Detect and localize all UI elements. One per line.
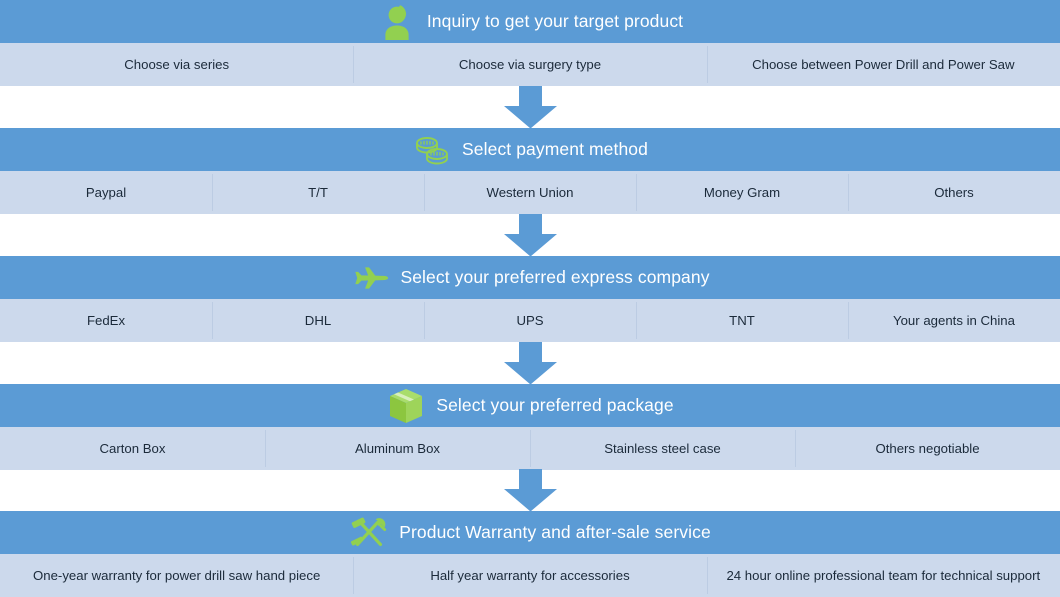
option-choose-via-surgery-type[interactable]: Choose via surgery type <box>353 43 706 86</box>
airplane-icon <box>350 259 390 297</box>
option-carton-box[interactable]: Carton Box <box>99 441 166 456</box>
section-title-express: Select your preferred express company <box>400 267 710 287</box>
option-dhl[interactable]: DHL <box>212 299 424 342</box>
option-others-negotiable[interactable]: Others negotiable <box>795 427 1060 470</box>
option-your-agents-in-china[interactable]: Your agents in China <box>848 299 1060 342</box>
option-row-inquiry: Choose via series Choose via surgery typ… <box>0 43 1060 86</box>
section-warranty: Product Warranty and after-sale service … <box>0 511 1060 597</box>
flow-arrow-down-3 <box>503 342 558 385</box>
option-choose-power-drill-or-saw[interactable]: Choose between Power Drill and Power Saw <box>706 43 1060 86</box>
option-24-hour-online-support[interactable]: 24 hour online professional team for tec… <box>706 554 1060 597</box>
option-row-warranty: One-year warranty for power drill saw ha… <box>0 554 1060 597</box>
section-header-package: Select your preferred package <box>0 384 1060 427</box>
option-western-union[interactable]: Western Union <box>424 171 636 214</box>
option-half-year-warranty-accessories[interactable]: Half year warranty for accessories <box>353 554 706 597</box>
option-tnt[interactable]: TNT <box>636 299 848 342</box>
option-row-package: Carton Box Aluminum Box Stainless steel … <box>0 427 1060 470</box>
section-package: Select your preferred package Carton Box… <box>0 384 1060 470</box>
section-express: Select your preferred express company Fe… <box>0 256 1060 342</box>
flow-arrow-down-1 <box>503 86 558 129</box>
option-aluminum-box[interactable]: Aluminum Box <box>265 427 530 470</box>
section-header-payment: Select payment method <box>0 128 1060 171</box>
option-stainless-steel-case[interactable]: Stainless steel case <box>530 427 795 470</box>
section-title-package: Select your preferred package <box>436 395 674 415</box>
option-money-gram[interactable]: Money Gram <box>636 171 848 214</box>
section-title-warranty: Product Warranty and after-sale service <box>399 522 711 542</box>
option-ups[interactable]: UPS <box>424 299 636 342</box>
section-payment: Select payment method Paypal T/T Western… <box>0 128 1060 214</box>
section-title-payment: Select payment method <box>462 139 648 159</box>
flow-arrow-down-4 <box>503 469 558 512</box>
section-header-inquiry: Inquiry to get your target product <box>0 0 1060 43</box>
section-header-warranty: Product Warranty and after-sale service <box>0 511 1060 554</box>
section-title-inquiry: Inquiry to get your target product <box>426 11 684 31</box>
customer-service-person-icon <box>377 3 417 41</box>
flow-arrow-down-2 <box>503 214 558 257</box>
option-others[interactable]: Others <box>848 171 1060 214</box>
box-package-icon <box>386 387 426 425</box>
section-inquiry: Inquiry to get your target product Choos… <box>0 0 1060 86</box>
option-paypal[interactable]: Paypal <box>85 185 127 200</box>
option-tt[interactable]: T/T <box>212 171 424 214</box>
option-fedex[interactable]: FedEx <box>86 313 126 328</box>
hammer-wrench-tools-icon <box>349 514 389 552</box>
coins-icon <box>412 131 452 169</box>
option-row-express: FedEx DHL UPS TNT Your agents in China <box>0 299 1060 342</box>
option-row-payment: Paypal T/T Western Union Money Gram Othe… <box>0 171 1060 214</box>
option-one-year-warranty-hand-piece[interactable]: One-year warranty for power drill saw ha… <box>33 568 321 583</box>
option-choose-via-series[interactable]: Choose via series <box>124 57 230 72</box>
section-header-express: Select your preferred express company <box>0 256 1060 299</box>
